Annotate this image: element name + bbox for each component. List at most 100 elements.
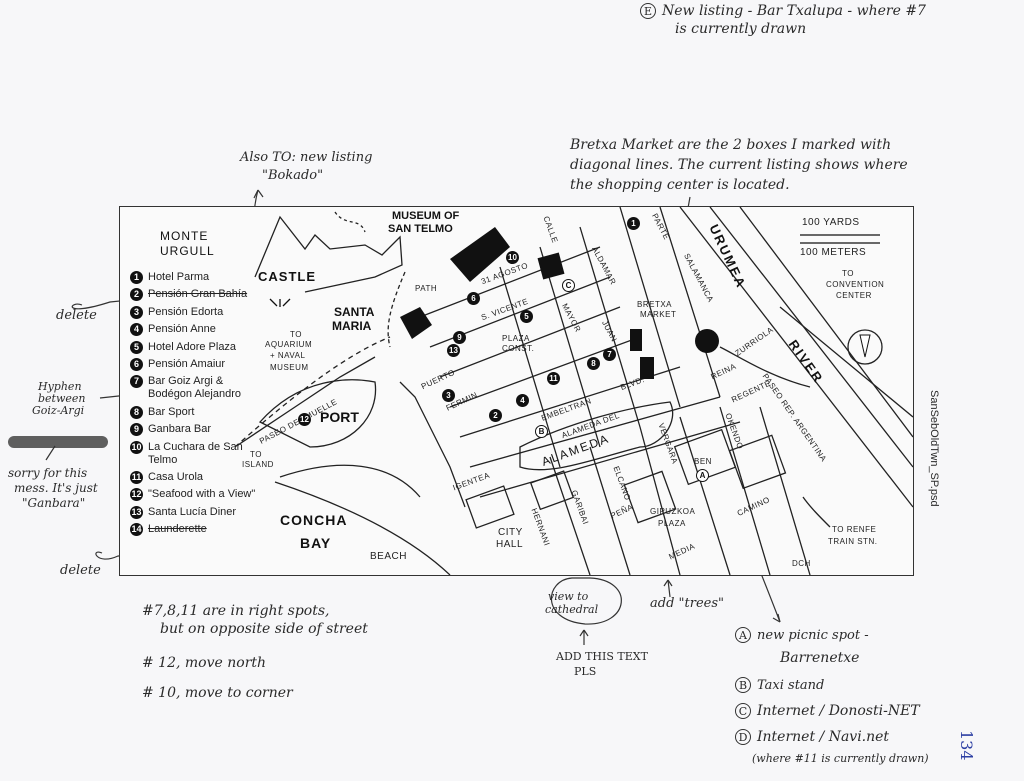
plazaconst-line1: PLAZA: [502, 334, 530, 343]
sorry-note-line2: mess. It's just: [14, 481, 98, 495]
label-museum-line1: MUSEUM OF: [392, 210, 460, 222]
renfe-line2: TRAIN STN.: [828, 537, 878, 546]
scale-yards: 100 YARDS: [802, 217, 860, 228]
bokado-note-line1: Also TO: new listing: [240, 150, 373, 165]
street-ben: BEN: [694, 457, 712, 466]
letter-note-extra: (where #11 is currently drawn): [752, 752, 929, 765]
label-urgull: URGULL: [160, 244, 215, 258]
island-line1: TO: [250, 450, 262, 459]
plazaconst-line2: CONST.: [502, 344, 535, 353]
cityhall-line1: CITY: [498, 527, 523, 538]
note-line: is currently drawn: [675, 21, 807, 37]
delete-note-top: delete: [56, 308, 97, 323]
label-santa: SANTA: [334, 305, 375, 319]
map-drawing: [234, 207, 913, 575]
map-pin[interactable]: 11: [547, 372, 560, 385]
label-bay: BAY: [300, 535, 332, 551]
map-pin[interactable]: 4: [516, 394, 529, 407]
credit-label: DCH: [792, 559, 811, 568]
label-museum-line2: SAN TELMO: [388, 223, 453, 235]
map-pin[interactable]: 5: [520, 310, 533, 323]
scribble-mark: [8, 436, 108, 448]
label-maria: MARIA: [332, 319, 372, 333]
bretxa-note-line1: Bretxa Market are the 2 boxes I marked w…: [570, 137, 892, 153]
aquarium-line1: TO: [290, 330, 302, 339]
map-pin[interactable]: 2: [489, 409, 502, 422]
label-path: PATH: [415, 284, 438, 293]
map-marker[interactable]: C: [562, 279, 575, 292]
map-marker[interactable]: B: [535, 425, 548, 438]
aquarium-line2: AQUARIUM: [265, 340, 313, 349]
bretxa-note-line2: diagonal lines. The current listing show…: [570, 157, 908, 173]
hyphen-note-line3: Goiz-Argi: [32, 404, 85, 417]
map-pin[interactable]: 7: [603, 348, 616, 361]
hyphen-note-line1: Hyphen: [38, 380, 82, 393]
map-pin[interactable]: 1: [627, 217, 640, 230]
aquarium-line3: + NAVAL: [270, 351, 306, 360]
note-line: New listing - Bar Txalupa - where #7: [662, 3, 926, 19]
view-cathedral-line1: view to: [548, 590, 589, 603]
renfe-line1: TO RENFE: [832, 525, 877, 534]
convention-line1: TO: [842, 269, 854, 278]
letter-badge: E: [640, 3, 656, 19]
label-port: PORT: [320, 409, 359, 425]
legend-item: 12"Seafood with a View": [130, 488, 256, 502]
note-new-listing: E New listing - Bar Txalupa - where #7: [640, 3, 926, 19]
sorry-note-line3: "Ganbara": [22, 496, 86, 510]
view-cathedral-line2: cathedral: [545, 603, 599, 616]
note-line: # 10, move to corner: [142, 685, 293, 701]
map-pin[interactable]: 3: [442, 389, 455, 402]
bretxa-note-line3: the shopping center is located.: [570, 177, 790, 193]
letter-note-extra: Barrenetxe: [780, 650, 860, 666]
bretxa-line2: MARKET: [640, 310, 677, 319]
bretxa-line1: BRETXA: [637, 300, 673, 309]
scale-meters: 100 METERS: [800, 247, 867, 258]
map-pin[interactable]: 10: [506, 251, 519, 264]
gipuzkoa-line2: PLAZA: [658, 519, 686, 528]
label-monte: MONTE: [160, 229, 209, 243]
add-text-line1: ADD THIS TEXT: [556, 650, 648, 663]
hyphen-note-line2: between: [38, 392, 86, 405]
delete-note-bottom: delete: [60, 563, 101, 578]
island-line2: ISLAND: [242, 460, 274, 469]
note-line: # 12, move north: [142, 655, 267, 671]
bokado-note-line2: "Bokado": [262, 168, 324, 183]
label-concha: CONCHA: [280, 512, 348, 528]
map-panel: MONTE URGULL CASTLE MUSEUM OF SAN TELMO …: [119, 206, 914, 576]
cityhall-line2: HALL: [496, 539, 524, 550]
map-pin[interactable]: 8: [587, 357, 600, 370]
add-text-line2: PLS: [574, 665, 597, 678]
map-pin[interactable]: 6: [467, 292, 480, 305]
map-marker[interactable]: A: [696, 469, 709, 482]
map-pin[interactable]: 13: [447, 344, 460, 357]
note-line: but on opposite side of street: [160, 621, 368, 637]
page-number: 134: [957, 730, 976, 761]
label-castle: CASTLE: [258, 269, 316, 284]
add-trees-note: add "trees": [650, 596, 724, 611]
map-pin[interactable]: 9: [453, 331, 466, 344]
sorry-note-line1: sorry for this: [8, 466, 88, 480]
aquarium-line4: MUSEUM: [270, 363, 309, 372]
gipuzkoa-line1: GIPUZKOA: [650, 507, 696, 516]
label-beach: BEACH: [370, 551, 407, 562]
note-line: #7,8,11 are in right spots,: [142, 603, 330, 619]
convention-line2: CONVENTION: [826, 280, 885, 289]
map-pin[interactable]: 12: [298, 413, 311, 426]
